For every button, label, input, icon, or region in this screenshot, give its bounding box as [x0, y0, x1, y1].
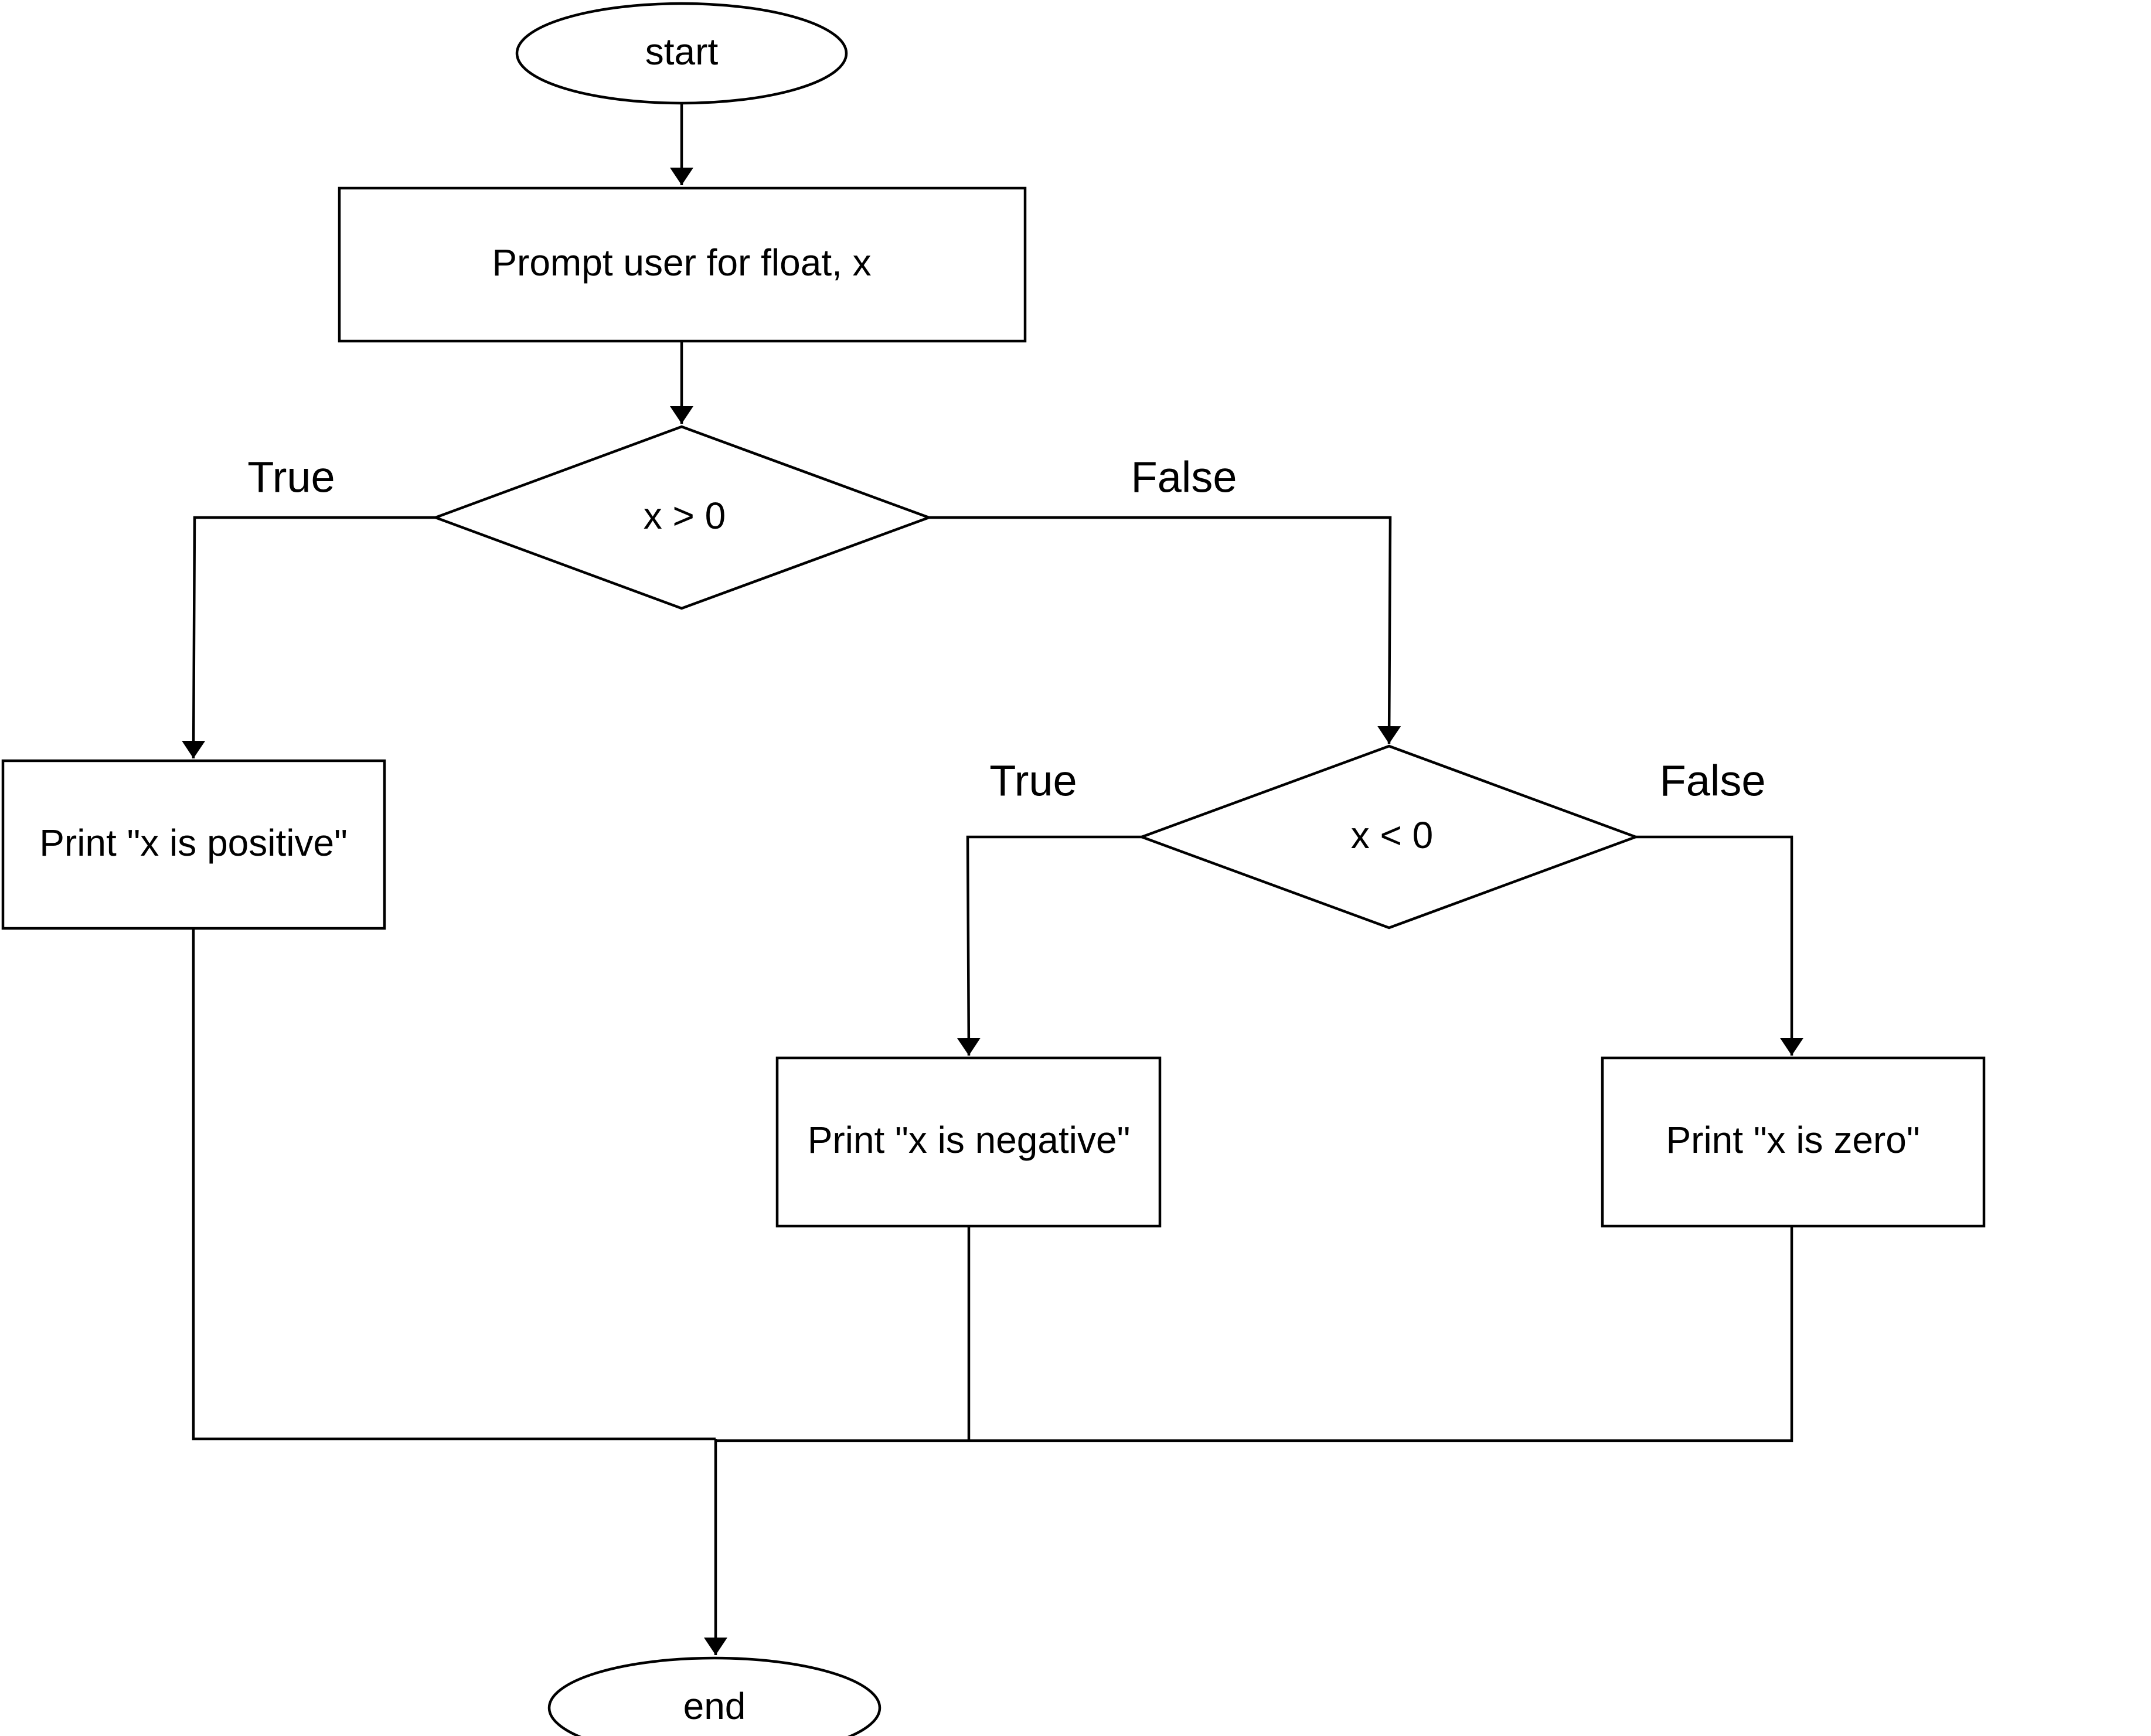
decision-positive-true-label: True [247, 453, 335, 502]
edge-decision-positive-false [929, 516, 1401, 744]
edge-decision-negative-false [1636, 835, 1803, 1056]
edge-zero-to-merge [716, 1226, 1793, 1442]
prompt-node: Prompt user for float, x [338, 186, 1027, 343]
edge-positive-to-merge [192, 929, 716, 1441]
print-negative-label: Print "x is negative" [808, 1119, 1131, 1161]
decision-positive-label: x > 0 [644, 495, 726, 537]
edge-decision-negative-true [957, 835, 1142, 1056]
end-node: end [547, 1656, 881, 1736]
decision-negative-true-label: True [989, 757, 1077, 805]
decision-negative-label: x < 0 [1351, 814, 1434, 856]
print-negative-node: Print "x is negative" [775, 1056, 1162, 1228]
print-positive-node: Print "x is positive" [1, 759, 386, 930]
decision-positive-node: x > 0 [431, 425, 933, 610]
edge-decision-positive-true [182, 516, 435, 759]
decision-negative-node: x < 0 [1138, 744, 1640, 930]
end-label: end [683, 1685, 746, 1727]
decision-positive-false-label: False [1131, 453, 1237, 502]
start-node: start [515, 2, 848, 105]
decision-negative-false-label: False [1660, 757, 1766, 805]
print-positive-label: Print "x is positive" [39, 822, 348, 864]
print-zero-node: Print "x is zero" [1601, 1056, 1986, 1228]
start-label: start [645, 30, 719, 73]
prompt-label: Prompt user for float, x [492, 241, 871, 284]
print-zero-label: Print "x is zero" [1666, 1119, 1919, 1161]
